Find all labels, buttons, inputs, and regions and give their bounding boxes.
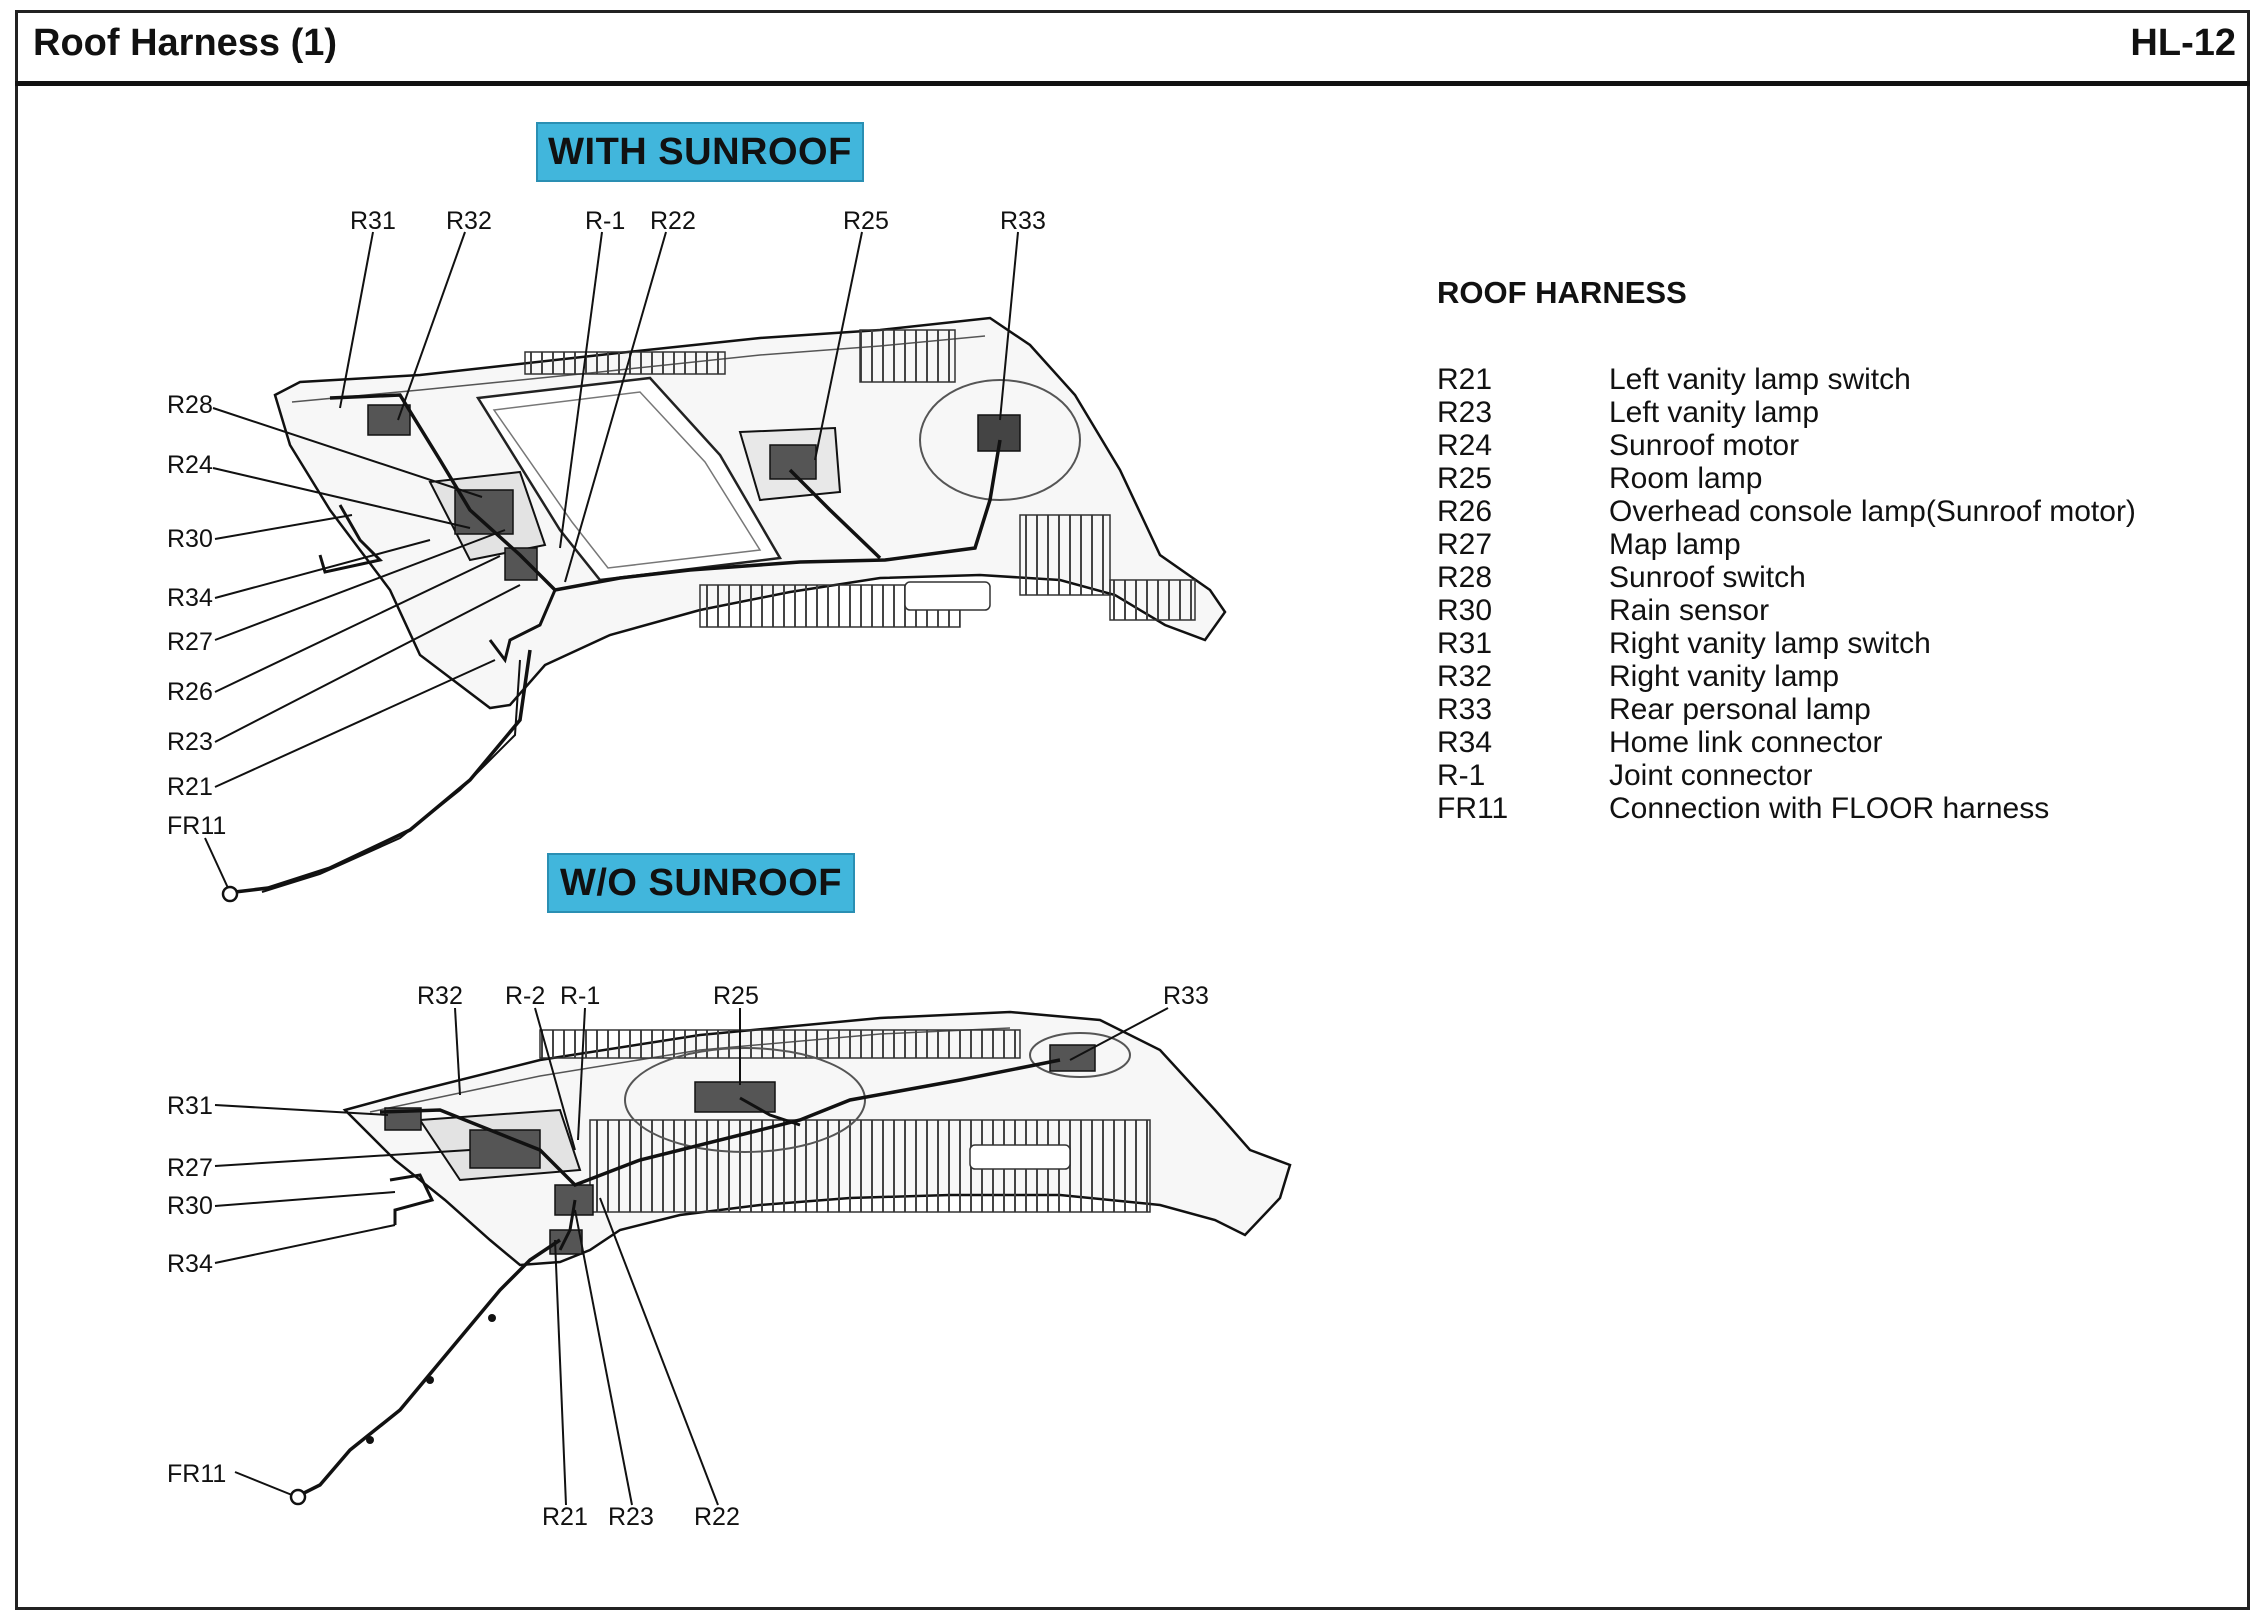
- legend-code: R26: [1437, 494, 1493, 528]
- legend-code: R33: [1437, 692, 1493, 726]
- legend-title: ROOF HARNESS: [1437, 275, 1687, 310]
- page-code: HL-12: [2130, 22, 2236, 64]
- legend-desc: Right vanity lamp: [1609, 659, 1840, 693]
- legend-code: R34: [1437, 725, 1493, 759]
- legend-item: R-1 Joint connector: [1437, 759, 2217, 792]
- wo-sunroof-banner: W/O SUNROOF: [547, 853, 855, 913]
- callout-r25: R25: [713, 982, 759, 1010]
- page-title: Roof Harness (1): [33, 22, 338, 64]
- legend-code: R-1: [1437, 758, 1486, 792]
- legend-item: R34 Home link connector: [1437, 726, 2217, 759]
- callout-r26: R26: [167, 678, 213, 706]
- callout-fr11: FR11: [167, 1460, 226, 1488]
- callout-r34: R34: [167, 1250, 213, 1278]
- callout-r31: R31: [167, 1092, 213, 1120]
- with-sunroof-headliner: [221, 316, 1227, 903]
- callout-r23: R23: [608, 1503, 654, 1531]
- wo-sunroof-headliner: [289, 1010, 1292, 1506]
- callout-r34: R34: [167, 584, 213, 612]
- legend-desc: Left vanity lamp switch: [1609, 362, 1911, 396]
- callout-r32: R32: [417, 982, 463, 1010]
- legend-desc: Rain sensor: [1609, 593, 1770, 627]
- legend-item: R24 Sunroof motor: [1437, 429, 2217, 462]
- legend-code: R21: [1437, 362, 1493, 396]
- legend-item: R27 Map lamp: [1437, 528, 2217, 561]
- callout-r25: R25: [843, 207, 889, 235]
- legend-desc: Map lamp: [1609, 527, 1741, 561]
- legend-desc: Room lamp: [1609, 461, 1763, 495]
- legend-item: R21 Left vanity lamp switch: [1437, 363, 2217, 396]
- callout-r30: R30: [167, 1192, 213, 1220]
- page-header: Roof Harness (1) HL-12: [15, 10, 2250, 86]
- legend-desc: Rear personal lamp: [1609, 692, 1871, 726]
- legend-code: R24: [1437, 428, 1493, 462]
- with-sunroof-leaders: [204, 231, 1019, 889]
- callout-r22: R22: [650, 207, 696, 235]
- legend-item: R33 Rear personal lamp: [1437, 693, 2217, 726]
- callout-r-1: R-1: [585, 207, 625, 235]
- callout-r30: R30: [167, 525, 213, 553]
- legend-item: R30 Rain sensor: [1437, 594, 2217, 627]
- legend-code: R32: [1437, 659, 1493, 693]
- callout-r-1: R-1: [560, 982, 600, 1010]
- legend-code: R27: [1437, 527, 1493, 561]
- legend-item: R28 Sunroof switch: [1437, 561, 2217, 594]
- legend-code: R30: [1437, 593, 1493, 627]
- legend-desc: Sunroof switch: [1609, 560, 1806, 594]
- legend-code: R31: [1437, 626, 1493, 660]
- legend-code: FR11: [1437, 791, 1509, 825]
- wo-sunroof-leaders: [214, 1007, 1169, 1506]
- with-sunroof-callouts: R31 R32 R-1 R22 R25 R33 R28 R24 R30 R34 …: [167, 207, 1046, 840]
- callout-r33: R33: [1000, 207, 1046, 235]
- legend-desc: Sunroof motor: [1609, 428, 1800, 462]
- legend-item: R25 Room lamp: [1437, 462, 2217, 495]
- legend-desc: Home link connector: [1609, 725, 1883, 759]
- callout-r23: R23: [167, 728, 213, 756]
- callout-r31: R31: [350, 207, 396, 235]
- legend-code: R25: [1437, 461, 1493, 495]
- legend-desc: Overhead console lamp(Sunroof motor): [1609, 494, 2136, 528]
- legend-desc: Left vanity lamp: [1609, 395, 1820, 429]
- callout-r28: R28: [167, 391, 213, 419]
- callout-r33: R33: [1163, 982, 1209, 1010]
- legend-desc: Connection with FLOOR harness: [1609, 791, 2050, 825]
- legend-item: FR11 Connection with FLOOR harness: [1437, 792, 2217, 825]
- legend-desc: Right vanity lamp switch: [1609, 626, 1931, 660]
- callout-r-2: R-2: [505, 982, 545, 1010]
- callout-r22: R22: [694, 1503, 740, 1531]
- legend-desc: Joint connector: [1609, 758, 1813, 792]
- legend-item: R32 Right vanity lamp: [1437, 660, 2217, 693]
- page-frame: [15, 10, 2250, 1610]
- callout-r21: R21: [542, 1503, 588, 1531]
- legend-item: R31 Right vanity lamp switch: [1437, 627, 2217, 660]
- callout-r24: R24: [167, 451, 213, 479]
- legend-item: R23 Left vanity lamp: [1437, 396, 2217, 429]
- callout-r27: R27: [167, 628, 213, 656]
- callout-r27: R27: [167, 1154, 213, 1182]
- callout-r32: R32: [446, 207, 492, 235]
- callout-fr11: FR11: [167, 812, 226, 840]
- legend-code: R28: [1437, 560, 1493, 594]
- legend-code: R23: [1437, 395, 1493, 429]
- with-sunroof-banner: WITH SUNROOF: [536, 122, 864, 182]
- wo-sunroof-callouts: R32 R-2 R-1 R25 R33 R31 R27 R30 R34 FR11…: [167, 982, 1209, 1531]
- legend-item: R26 Overhead console lamp(Sunroof motor): [1437, 495, 2217, 528]
- callout-r21: R21: [167, 773, 213, 801]
